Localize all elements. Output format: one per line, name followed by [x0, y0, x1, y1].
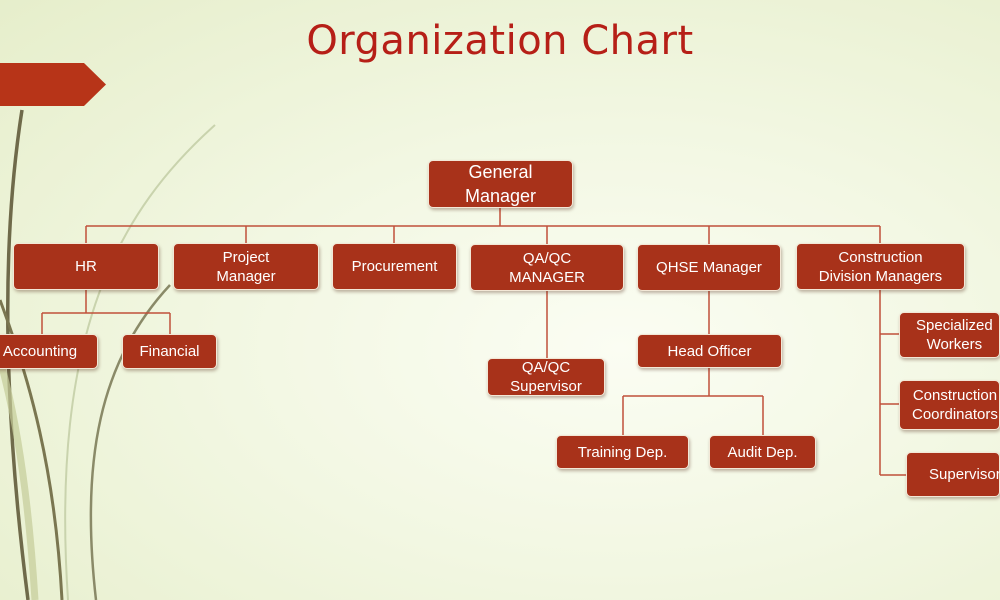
node-procurement[interactable]: Procurement	[332, 243, 457, 290]
node-training-dep[interactable]: Training Dep.	[556, 435, 689, 469]
node-financial[interactable]: Financial	[122, 334, 217, 369]
node-qhse-manager[interactable]: QHSE Manager	[637, 244, 781, 291]
node-audit-dep[interactable]: Audit Dep.	[709, 435, 816, 469]
node-qaqc-manager[interactable]: QA/QC MANAGER	[470, 244, 624, 291]
node-supervisors[interactable]: Supervisors	[906, 452, 1000, 497]
node-qaqc-supervisor[interactable]: QA/QC Supervisor	[487, 358, 605, 396]
node-specialized-workers[interactable]: Specialized Workers	[899, 312, 1000, 358]
node-project-manager[interactable]: Project Manager	[173, 243, 319, 290]
node-general-manager[interactable]: General Manager	[428, 160, 573, 208]
page-title: Organization Chart	[306, 18, 694, 64]
node-hr[interactable]: HR	[13, 243, 159, 290]
node-construction-division-managers[interactable]: Construction Division Managers	[796, 243, 965, 290]
node-accounting[interactable]: Accounting	[0, 334, 98, 369]
node-head-officer[interactable]: Head Officer	[637, 334, 782, 368]
node-construction-coordinators[interactable]: Construction Coordinators	[899, 380, 1000, 430]
accent-arrow-tab	[0, 63, 106, 106]
